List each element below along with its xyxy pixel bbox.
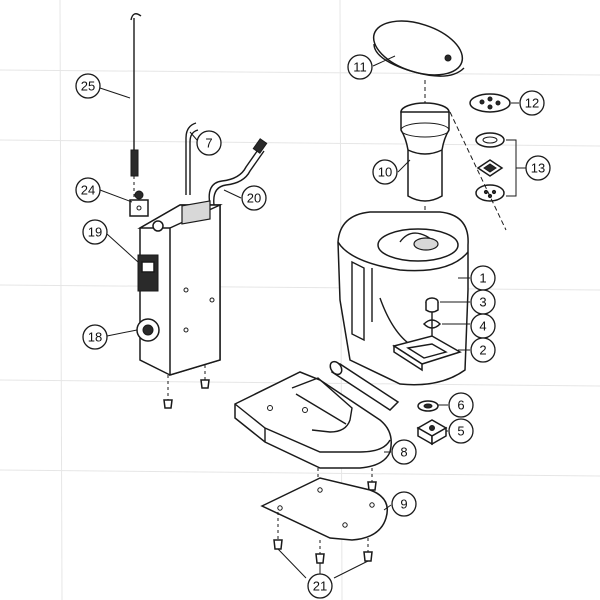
callout-25: 25: [75, 73, 101, 99]
part-10-hopper: [400, 80, 450, 232]
svg-text:20: 20: [247, 191, 261, 206]
svg-text:8: 8: [400, 445, 407, 460]
callout-2: 2: [470, 337, 496, 363]
svg-text:11: 11: [353, 60, 367, 75]
callout-4: 4: [470, 313, 496, 339]
callout-8: 8: [391, 439, 417, 465]
part-6-5-rod-nut: [329, 360, 448, 446]
callout-6: 6: [448, 392, 474, 418]
svg-text:24: 24: [81, 183, 95, 198]
callout-9: 9: [391, 491, 417, 517]
part-21-screws: [273, 512, 373, 564]
svg-text:1: 1: [479, 271, 486, 286]
svg-text:21: 21: [313, 579, 327, 594]
callout-7: 7: [196, 130, 222, 156]
callout-13: 13: [525, 155, 551, 181]
svg-text:10: 10: [378, 165, 392, 180]
svg-text:18: 18: [88, 330, 102, 345]
callout-5: 5: [448, 418, 474, 444]
callout-19: 19: [82, 219, 108, 245]
svg-text:5: 5: [457, 424, 464, 439]
callout-12: 12: [519, 90, 545, 116]
part-12-13-plates: [449, 93, 526, 231]
callout-10: 10: [372, 159, 398, 185]
svg-text:13: 13: [531, 161, 545, 176]
svg-text:19: 19: [88, 225, 102, 240]
part-25-probe: [130, 13, 142, 200]
svg-text:25: 25: [81, 79, 95, 94]
part-24-bracket: [129, 190, 149, 217]
control-box: [136, 200, 223, 377]
part-20-tube: [208, 138, 268, 206]
part-3-4-2-hardware: [392, 297, 462, 372]
callout-21: 21: [307, 573, 333, 599]
svg-text:3: 3: [479, 295, 486, 310]
leader-lines: [99, 55, 519, 579]
part-9-plate: [260, 477, 388, 541]
callout-24: 24: [75, 177, 101, 203]
svg-text:4: 4: [479, 319, 486, 334]
callout-18: 18: [82, 324, 108, 350]
svg-text:7: 7: [205, 136, 212, 151]
svg-text:2: 2: [479, 343, 486, 358]
callout-3: 3: [470, 289, 496, 315]
control-box-screws: [163, 365, 210, 409]
svg-text:12: 12: [525, 96, 539, 111]
part-11-lid: [372, 20, 465, 77]
svg-text:6: 6: [457, 398, 464, 413]
callout-11: 11: [347, 54, 373, 80]
part-7-cable: [185, 122, 199, 195]
part-1-housing: [337, 211, 469, 386]
svg-text:9: 9: [400, 497, 407, 512]
callout-1: 1: [470, 265, 496, 291]
callout-20: 20: [241, 185, 267, 211]
